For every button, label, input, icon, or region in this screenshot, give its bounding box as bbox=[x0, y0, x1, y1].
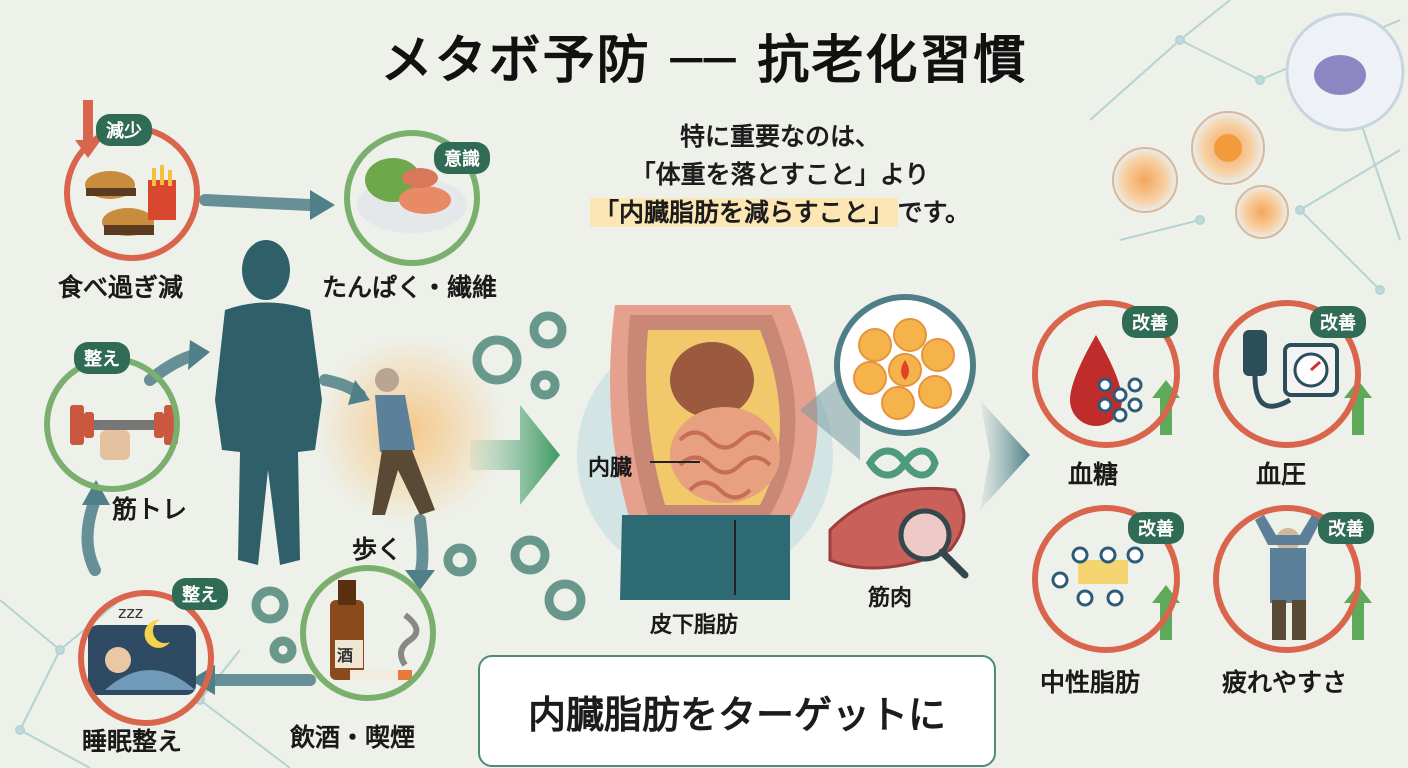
key-message-tail: です。 bbox=[897, 198, 971, 227]
key-message-highlight: 「内臓脂肪を減らすこと」 bbox=[589, 198, 898, 227]
sake-label-text: 酒 bbox=[337, 646, 354, 665]
blood-sugar-badge: 改善 bbox=[1122, 306, 1178, 338]
strength-circle bbox=[44, 356, 180, 492]
triglyceride-circle bbox=[1032, 505, 1180, 653]
triglyceride-label: 中性脂肪 bbox=[1040, 668, 1141, 697]
blood-pressure-label: 血圧 bbox=[1256, 460, 1307, 489]
sleep-circle bbox=[78, 590, 214, 726]
walking-label: 歩く bbox=[352, 535, 403, 564]
protein-fiber-label: たんぱく・繊維 bbox=[322, 273, 498, 302]
key-message-line1: 特に重要なのは、 bbox=[679, 122, 880, 151]
key-message: 特に重要なのは、 「体重を落とすこと」より 「内臓脂肪を減らすこと」です。 bbox=[555, 118, 1005, 232]
fatigue-circle bbox=[1213, 505, 1361, 653]
alcohol-smoking-label: 飲酒・喫煙 bbox=[290, 723, 416, 752]
protein-fiber-badge: 意識 bbox=[434, 142, 490, 174]
blood-sugar-circle bbox=[1032, 300, 1180, 448]
overeating-label: 食べ過ぎ減 bbox=[58, 273, 184, 302]
protein-fiber-circle bbox=[344, 130, 480, 266]
sleep-badge: 整え bbox=[172, 578, 228, 610]
key-message-line2: 「体重を落とすこと」より bbox=[630, 160, 930, 189]
overeating-badge: 減少 bbox=[96, 114, 152, 146]
strength-badge: 整え bbox=[74, 342, 130, 374]
subcutaneous-label: 皮下脂肪 bbox=[650, 613, 739, 638]
alcohol-smoking-circle bbox=[300, 565, 436, 701]
blood-pressure-badge: 改善 bbox=[1310, 306, 1366, 338]
key-message-line3: 「内臓脂肪を減らすこと」です。 bbox=[555, 194, 1005, 232]
blood-pressure-circle bbox=[1213, 300, 1361, 448]
target-text: 内臓脂肪をターゲットに bbox=[527, 692, 946, 737]
triglyceride-badge: 改善 bbox=[1128, 512, 1184, 544]
fatigue-label: 疲れやすさ bbox=[1222, 668, 1348, 697]
page-title: メタボ予防 ── 抗老化習慣 bbox=[380, 31, 1028, 91]
visceral-label: 内臓 bbox=[588, 456, 633, 481]
target-box: 内臓脂肪をターゲットに bbox=[478, 655, 996, 767]
strength-label: 筋トレ bbox=[112, 495, 188, 524]
fatigue-badge: 改善 bbox=[1318, 512, 1374, 544]
muscle-label: 筋肉 bbox=[868, 586, 913, 611]
blood-sugar-label: 血糖 bbox=[1068, 460, 1119, 489]
sleep-label: 睡眠整え bbox=[82, 727, 183, 756]
